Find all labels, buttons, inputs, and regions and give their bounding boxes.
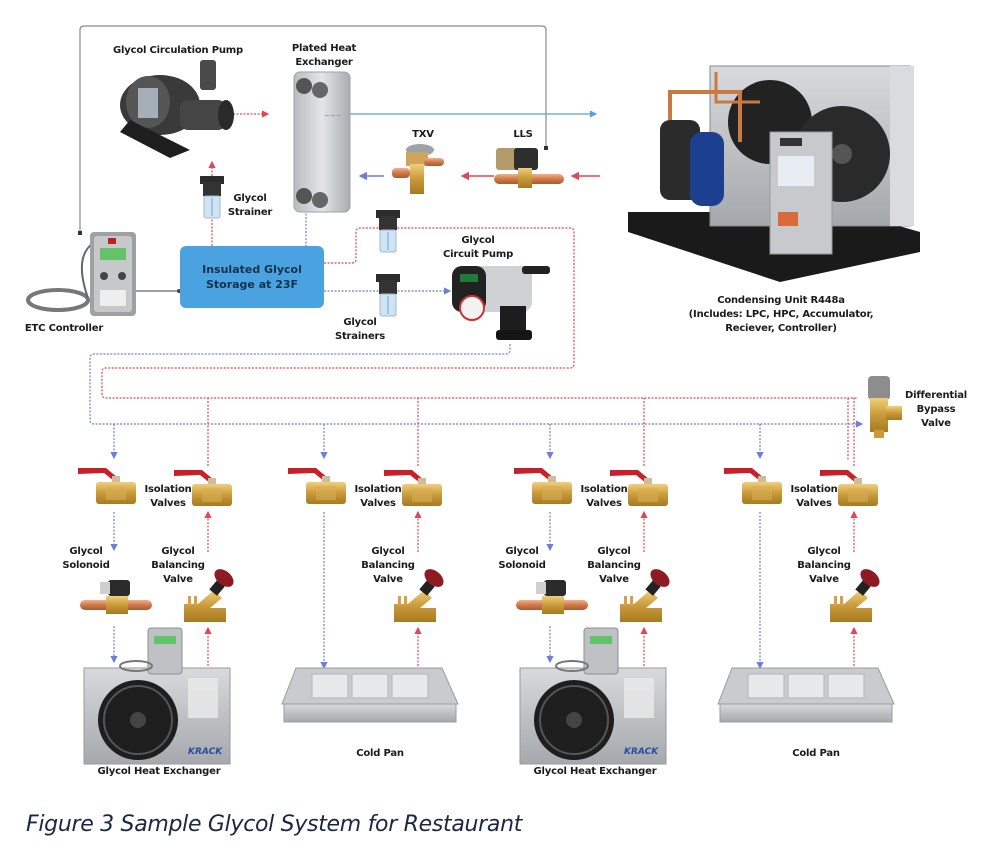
lls-image — [494, 148, 564, 188]
figure-caption: Figure 3 Sample Glycol System for Restau… — [26, 812, 523, 837]
glycol-strainers-label: Glycol Strainers — [334, 317, 386, 342]
glycol-system-diagram: ~~~ — [26, 25, 920, 765]
plated-heat-exchanger-image: ~~~ — [293, 71, 351, 213]
differential-bypass-valve-image — [868, 376, 902, 438]
control-wire — [79, 25, 547, 232]
glycol-solenoid-label: Glycol Solonoid — [62, 546, 110, 571]
txv-image — [392, 144, 444, 194]
glycol-heat-exchanger-label: Glycol Heat Exchanger — [97, 766, 221, 777]
glycol-circuit-pump-image — [452, 266, 550, 340]
glycol-balancing-valve-label: Glycol Balancing Valve — [587, 546, 641, 585]
glycol-strainer-label: Glycol Strainer — [227, 193, 273, 218]
isolation-valves-label: Isolation Valves — [580, 484, 628, 509]
glycol-heat-exchanger-image: KRACK — [83, 627, 231, 765]
differential-bypass-valve-label: Differential Bypass Valve — [904, 390, 968, 429]
lls-label: LLS — [513, 129, 533, 140]
glycol-heat-exchanger-image: KRACK — [519, 627, 667, 765]
etc-controller-image — [26, 232, 136, 316]
glycol-circulation-pump-image — [120, 60, 234, 158]
isolation-valve-supply-image — [288, 468, 346, 504]
cold-pan-image — [717, 667, 895, 723]
isolation-valve-supply-image — [724, 468, 782, 504]
isolation-valves-label: Isolation Valves — [144, 484, 192, 509]
cold-pan-label: Cold Pan — [356, 748, 404, 759]
cold-pan-label: Cold Pan — [792, 748, 840, 759]
brand-logo: KRACK — [624, 747, 659, 757]
glycol-balancing-valve-label: Glycol Balancing Valve — [797, 546, 851, 585]
storage-label: Insulated Glycol Storage at 23F — [202, 263, 302, 291]
condensing-unit-image — [628, 65, 920, 282]
glycol-strainer-upper-image — [375, 209, 401, 253]
branch-pipes — [110, 398, 858, 670]
glycol-solenoid-label: Glycol Solonoid — [498, 546, 546, 571]
txv-label: TXV — [412, 129, 434, 140]
glycol-circuit-pump-label: Glycol Circuit Pump — [442, 235, 514, 260]
cold-pan-image — [281, 667, 459, 723]
etc-controller-label: ETC Controller — [24, 323, 104, 334]
glycol-balancing-valve-label: Glycol Balancing Valve — [151, 546, 205, 585]
glycol-heat-exchanger-label: Glycol Heat Exchanger — [533, 766, 657, 777]
isolation-valves-label: Isolation Valves — [790, 484, 838, 509]
svg-text:~~~: ~~~ — [324, 112, 342, 120]
glycol-balancing-valve-label: Glycol Balancing Valve — [361, 546, 415, 585]
insulated-glycol-storage: Insulated Glycol Storage at 23F — [180, 246, 324, 308]
glycol-strainer-lower-image — [375, 273, 401, 317]
condensing-unit-label: Condensing Unit R448a (Includes: LPC, HP… — [688, 295, 874, 334]
isolation-valves-label: Isolation Valves — [354, 484, 402, 509]
isolation-valve-supply-image — [78, 468, 136, 504]
glycol-circulation-pump-label: Glycol Circulation Pump — [113, 45, 243, 56]
isolation-valve-supply-image — [514, 468, 572, 504]
plated-heat-exchanger-label: Plated Heat Exchanger — [291, 43, 357, 68]
brand-logo: KRACK — [188, 747, 223, 757]
